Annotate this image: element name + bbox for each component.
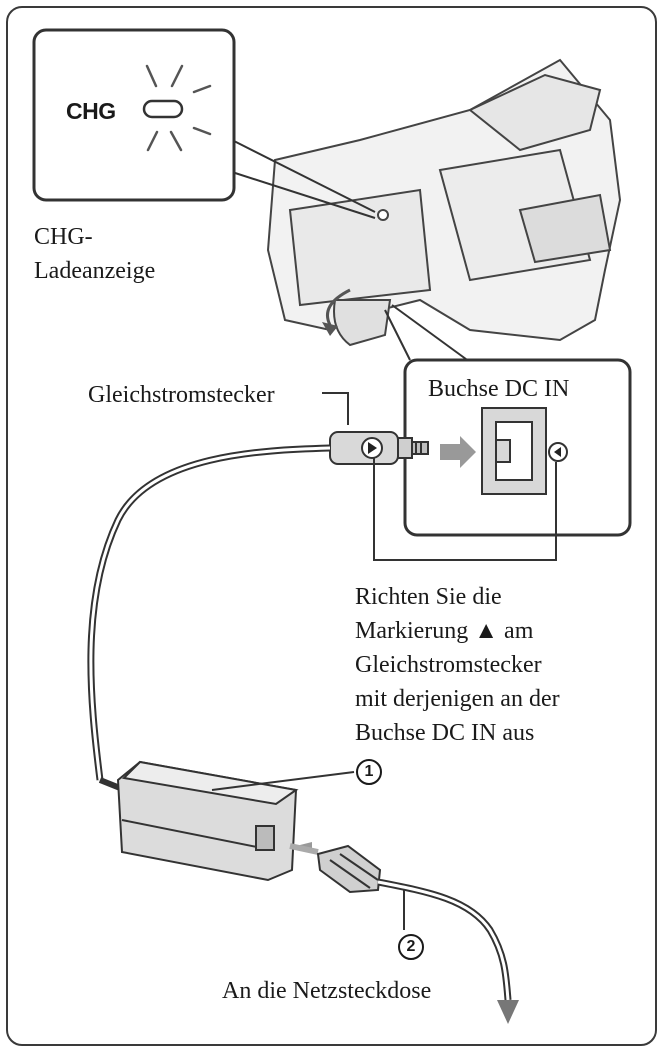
camcorder	[266, 58, 622, 347]
chg-indicator-callout	[32, 28, 236, 202]
instruction-line: Gleichstromstecker	[355, 652, 542, 678]
outlet-arrow	[497, 1000, 519, 1024]
power-plug	[316, 844, 382, 894]
instruction-line: Buchse DC IN aus	[355, 720, 535, 746]
dc-in-label: Buchse DC IN	[428, 376, 570, 402]
chg-caption: CHG-	[34, 224, 93, 250]
step-2-badge: 2	[398, 934, 424, 960]
alignment-instruction: Richten Sie die Markierung ▲ am Gleichst…	[355, 580, 560, 750]
chg-lamp	[142, 99, 184, 119]
step-1-badge: 1	[356, 759, 382, 785]
dc-cable	[87, 444, 331, 781]
blink-rays	[145, 64, 212, 152]
chg-indicator-text: CHG	[66, 98, 116, 124]
diagram-frame	[6, 6, 657, 1046]
wall-outlet-label: An die Netzsteckdose	[222, 978, 432, 1004]
instruction-line: Markierung ▲ am	[355, 618, 534, 644]
chg-caption-line2: Ladeanzeige	[34, 258, 156, 284]
insert-arrow	[440, 436, 476, 468]
instruction-line: mit derjenigen an der	[355, 686, 560, 712]
instruction-line: Richten Sie die	[355, 584, 502, 610]
dc-in-jack	[481, 407, 547, 495]
open-cover-arrow	[326, 288, 351, 326]
ac-adapter	[116, 760, 299, 882]
dc-plug-label: Gleichstromstecker	[88, 382, 275, 408]
